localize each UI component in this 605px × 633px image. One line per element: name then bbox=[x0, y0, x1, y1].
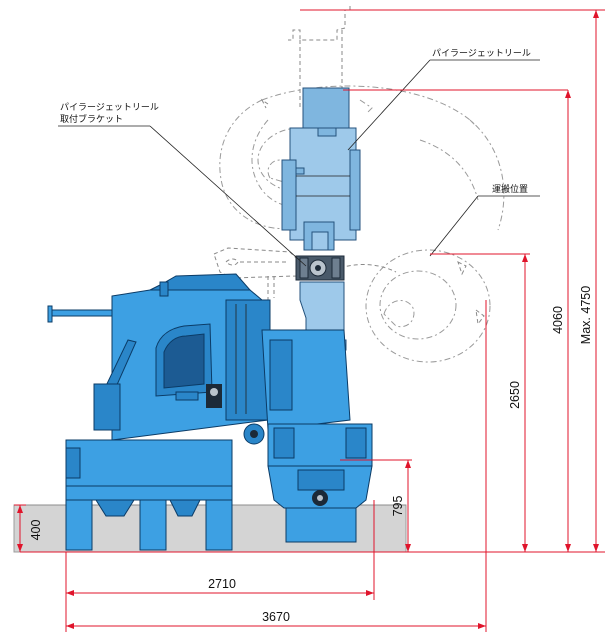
machine-body bbox=[47, 273, 351, 445]
label-jet-reel: パイラージェットリール bbox=[432, 48, 531, 59]
dim-4060: 4060 bbox=[551, 306, 565, 334]
jet-reel-body bbox=[281, 87, 361, 251]
reel-rotation-ghost bbox=[219, 85, 505, 231]
label-transport-position: 運搬位置 bbox=[492, 183, 528, 195]
label-bracket-line2: 取付ブラケット bbox=[60, 113, 123, 125]
dim-2710: 2710 bbox=[208, 577, 236, 591]
dim-3670: 3670 bbox=[262, 610, 290, 624]
reel-mount-bracket bbox=[295, 255, 345, 281]
reel-upper-ghost bbox=[288, 6, 351, 110]
leader-lines bbox=[58, 59, 540, 267]
dim-795: 795 bbox=[391, 496, 405, 517]
label-bracket-line1: パイラージェットリール bbox=[60, 102, 159, 113]
right-crawler bbox=[267, 423, 373, 543]
left-crawler bbox=[65, 439, 233, 551]
dim-2650: 2650 bbox=[508, 381, 522, 409]
dim-max-height: Max. 4750 bbox=[579, 286, 593, 344]
dimension-lines bbox=[14, 9, 605, 632]
dim-400: 400 bbox=[29, 520, 43, 541]
